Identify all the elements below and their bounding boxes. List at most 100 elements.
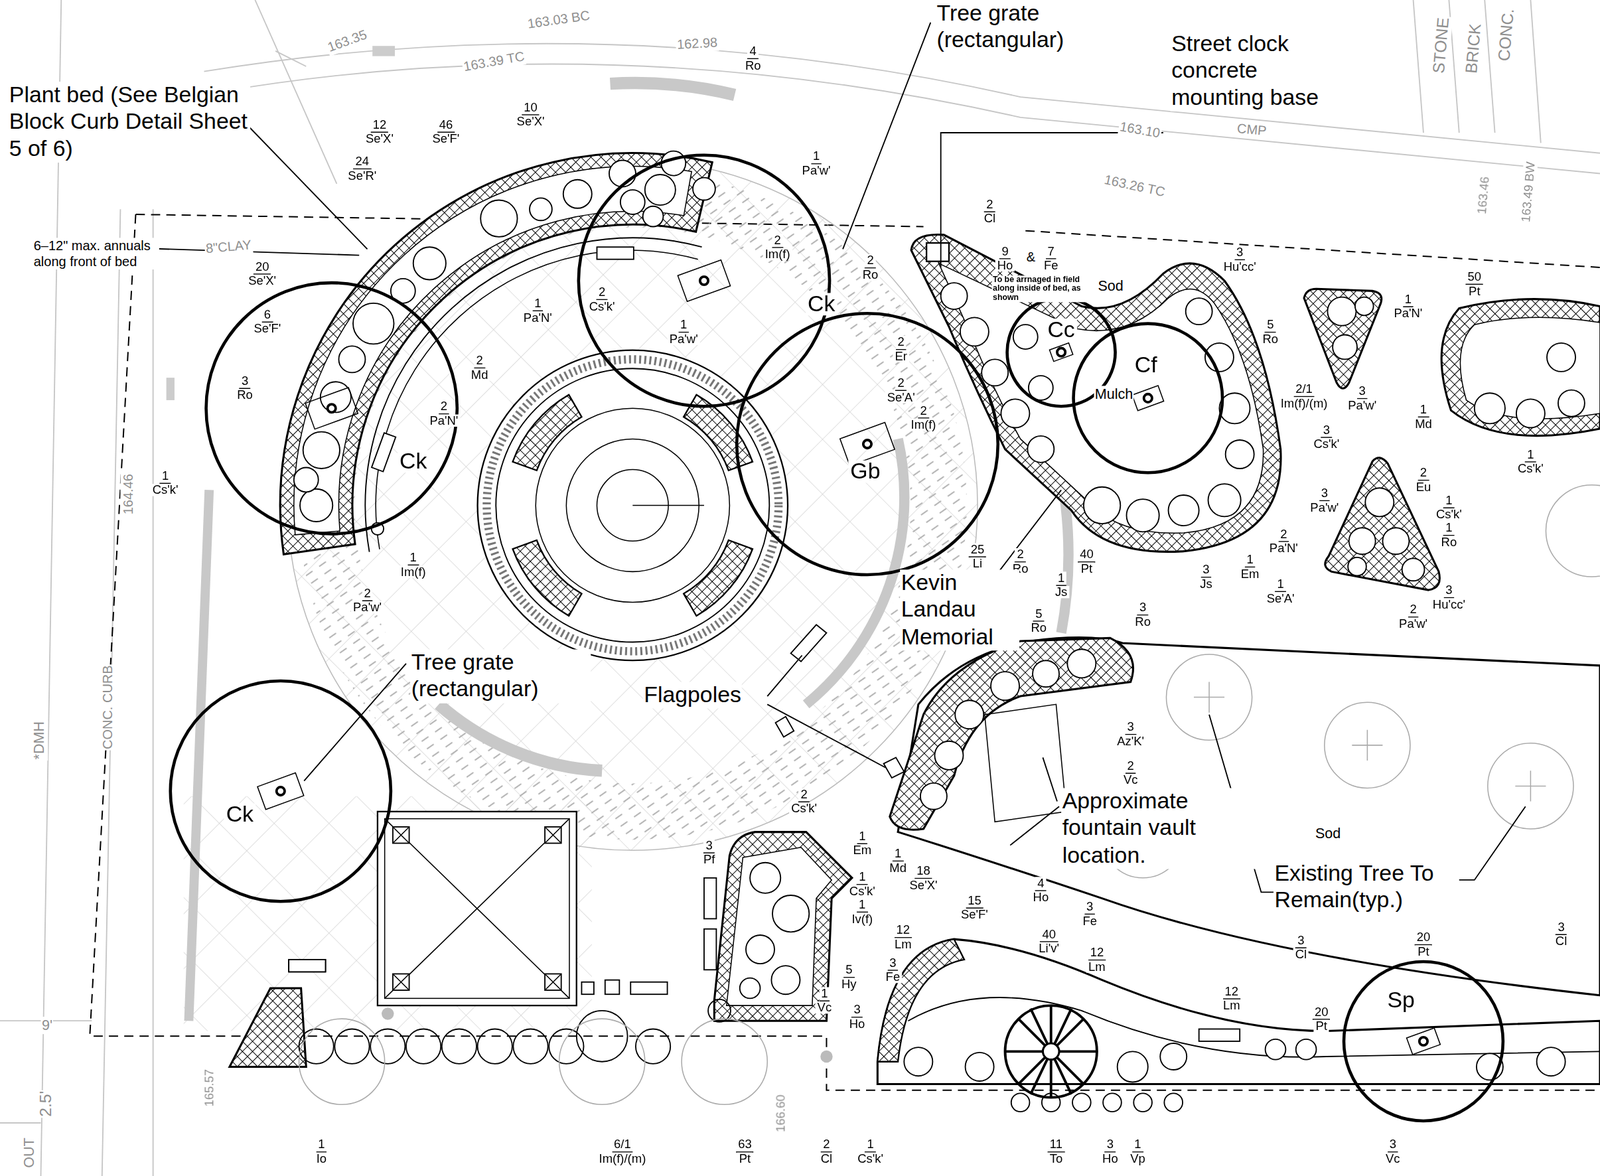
- plant-code: Cs'k': [855, 1152, 886, 1165]
- plant-callout: 12Se'X': [363, 118, 396, 145]
- plant-callout: 1Md: [887, 847, 909, 874]
- plant-callout: 1Md: [1412, 403, 1435, 431]
- plant-callout: 12Lm: [1086, 946, 1108, 973]
- plant-code: Lm: [1221, 999, 1243, 1012]
- callout-number: 3: [1234, 246, 1245, 261]
- plant-code: Fe: [883, 970, 903, 983]
- plant-code: Ro: [1439, 536, 1460, 549]
- survey-text: 8"CLAY: [204, 236, 254, 257]
- callout-number: 12: [370, 118, 389, 133]
- callout-number: 63: [735, 1138, 754, 1153]
- callout-number: 1: [856, 870, 868, 886]
- plant-code: Vc: [1121, 773, 1141, 786]
- plant-callout: 2Ro: [860, 254, 881, 281]
- plant-code: Ro: [1028, 621, 1049, 634]
- plant-code: Pa'w': [1345, 398, 1379, 411]
- plant-code: Pa'N': [1391, 307, 1425, 320]
- callout-number: 2: [438, 400, 450, 415]
- callout-number: 1: [678, 318, 689, 334]
- plant-code: Im(f): [763, 248, 793, 261]
- note-text: Approximate fountain vault location.: [1061, 787, 1257, 869]
- plant-callout: 1Ro: [1439, 521, 1460, 549]
- plant-callout: 11To: [1047, 1138, 1066, 1165]
- tree-code: Sp: [1384, 989, 1417, 1013]
- plant-code: Cs'k': [1311, 437, 1342, 450]
- tree-canopy-outline: [204, 280, 460, 537]
- callout-number: 2: [1014, 548, 1026, 563]
- plant-callout: 1Pa'w': [667, 318, 701, 346]
- plant-code: Se'F': [430, 132, 462, 145]
- plant-callout: 46Se'F': [430, 118, 462, 145]
- plant-code: Pa'w': [667, 332, 701, 345]
- plant-code: Pt: [1313, 1019, 1330, 1032]
- tree-canopy-outline: [576, 153, 832, 409]
- plant-code: Md: [469, 368, 491, 381]
- plant-callout: 3Az'K': [1114, 720, 1147, 748]
- plant-code: Ho: [847, 1018, 868, 1030]
- tree-symbol: Gb: [734, 311, 1001, 577]
- tree-code: Cc: [1045, 318, 1077, 342]
- note-text: &: [1025, 248, 1036, 265]
- tree-canopy-outline: [1341, 959, 1506, 1123]
- callout-number: 10: [521, 100, 540, 116]
- plant-callout: 25Li: [968, 542, 987, 570]
- note-text: Flagpoles: [643, 682, 743, 710]
- survey-text: 166.60: [773, 1093, 789, 1134]
- plant-code: Li: [970, 557, 985, 570]
- plant-callout: 15Se'F': [958, 893, 991, 921]
- plant-callout: 7Fe: [1041, 244, 1061, 272]
- plant-callout: 1Cs'k': [1515, 447, 1546, 475]
- callout-number: 1: [864, 1138, 876, 1153]
- plant-code: Er: [892, 350, 910, 363]
- plant-callout: 2Se'A': [885, 376, 918, 404]
- plant-callout: 1Em: [850, 830, 874, 857]
- survey-text: *DMH: [30, 720, 48, 761]
- callout-number: 2: [895, 376, 906, 392]
- plant-code: Cs'k': [847, 885, 878, 898]
- plant-callout: 2Vc: [1121, 759, 1141, 786]
- plant-callout: 1Im(f): [398, 551, 429, 579]
- plant-callout: 2Pa'w': [351, 586, 384, 614]
- callout-number: 5: [1033, 607, 1044, 622]
- plant-callout: 3Js: [1197, 563, 1215, 590]
- plant-code: Pa'w': [351, 601, 384, 614]
- plant-code: Se'F': [958, 908, 991, 921]
- plant-code: Cs'k': [587, 299, 618, 312]
- plant-callout: 3Ro: [234, 374, 255, 402]
- survey-text: 163.39 TC: [461, 48, 527, 75]
- plant-code: Cs'k': [789, 802, 819, 815]
- plant-callout: 1Se'A': [1264, 578, 1297, 605]
- plant-code: Se'X': [363, 132, 396, 145]
- survey-text: CMP: [1235, 120, 1268, 140]
- plant-code: Cl: [982, 212, 999, 225]
- plant-code: Md: [887, 861, 909, 874]
- plant-callout: 3Ho: [847, 1003, 868, 1030]
- plant-callout: 1Cs'k': [855, 1138, 886, 1165]
- survey-text: 163.49 BW: [1518, 159, 1539, 224]
- plant-callout: 1Pa'N': [1391, 292, 1425, 320]
- note-text: To be arrnaged in field along inside of …: [992, 275, 1089, 303]
- callout-number: 2: [361, 586, 373, 602]
- callout-number: 1: [818, 986, 830, 1002]
- plant-code: Md: [1412, 417, 1435, 430]
- tree-code: Ck: [224, 803, 256, 827]
- plant-code: Js: [1197, 578, 1215, 590]
- callout-number: 6/1: [611, 1138, 634, 1153]
- callout-number: 1: [159, 469, 171, 485]
- plant-code: Ro: [743, 59, 764, 72]
- plant-code: Ro: [234, 388, 255, 401]
- callout-number: 2: [895, 335, 906, 351]
- plant-code: Im(f): [908, 418, 938, 431]
- callout-number: 3: [703, 838, 715, 854]
- plant-callout: 2Cl: [982, 197, 999, 225]
- survey-text: 163.26 TC: [1101, 171, 1168, 200]
- callout-number: 25: [968, 542, 987, 558]
- plant-callout: 5Ro: [1028, 607, 1049, 634]
- plant-callout: 12Lm: [892, 923, 914, 951]
- plant-code: Se'A': [885, 390, 918, 403]
- plant-code: Eu: [1414, 480, 1434, 493]
- callout-number: 15: [965, 893, 984, 909]
- note-text: Mulch: [1093, 385, 1135, 403]
- plant-code: Li'v': [1036, 942, 1062, 955]
